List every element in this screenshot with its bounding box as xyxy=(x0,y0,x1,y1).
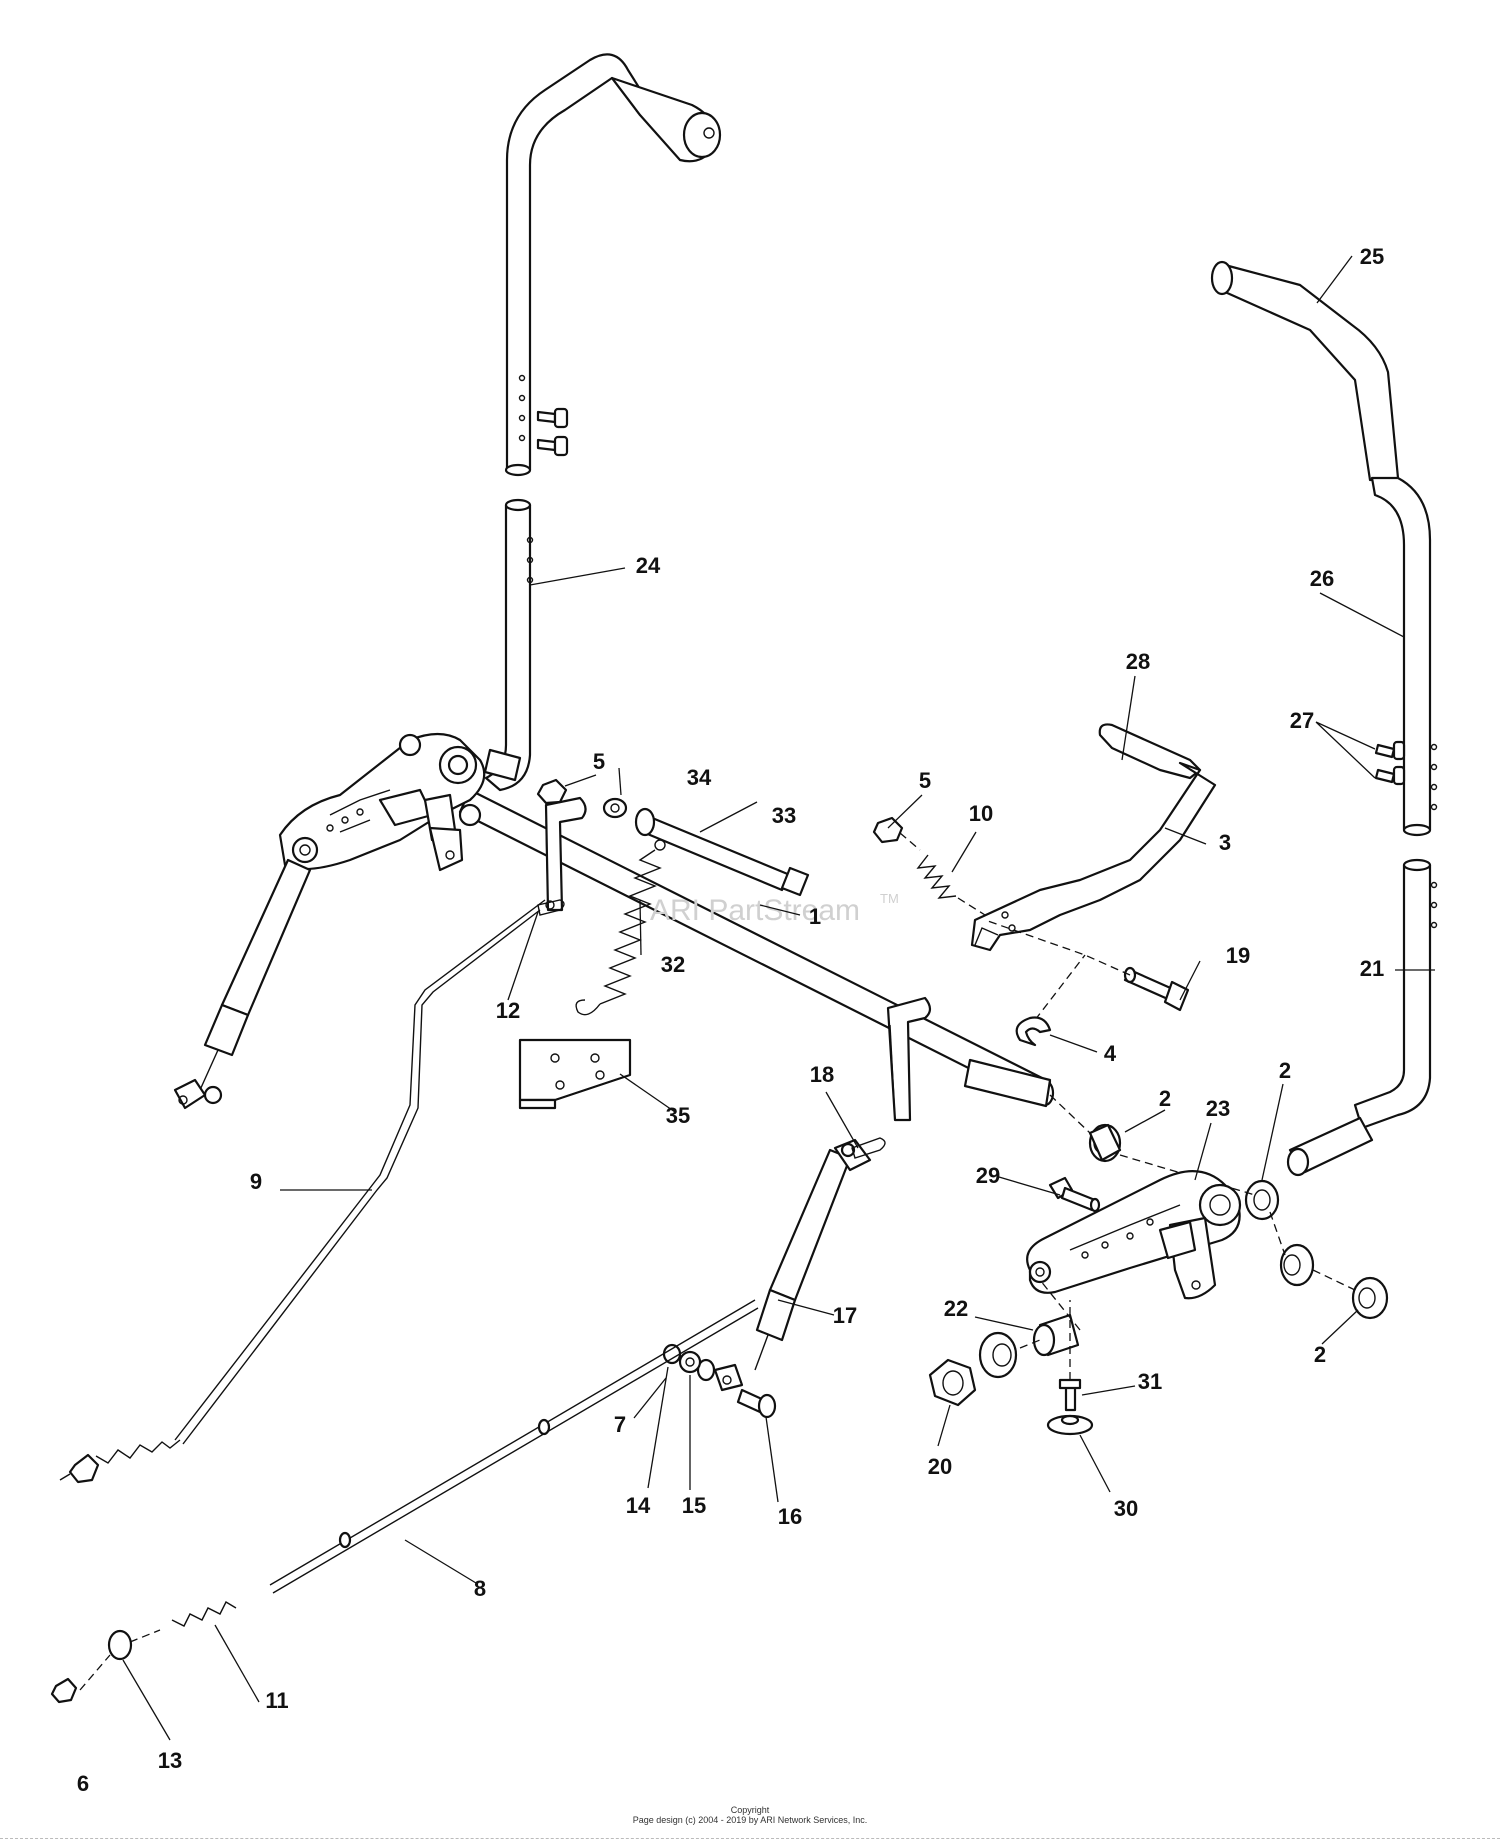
callout-23: 23 xyxy=(1206,1096,1230,1121)
callout-5-a: 5 xyxy=(593,749,605,774)
bolt-31-washer-30 xyxy=(1046,1300,1094,1436)
callout-6: 6 xyxy=(77,1771,89,1796)
bushings xyxy=(1049,1094,1389,1320)
callout-2-c: 2 xyxy=(1314,1342,1326,1367)
callout-31: 31 xyxy=(1138,1369,1162,1394)
nut-20-spacers-22 xyxy=(928,1279,1081,1407)
bolt-19 xyxy=(984,919,1190,1021)
callout-21: 21 xyxy=(1360,956,1384,981)
callout-2-b: 2 xyxy=(1279,1058,1291,1083)
callout-27: 27 xyxy=(1290,708,1314,733)
control-rod-8 xyxy=(50,1299,759,1704)
callout-10: 10 xyxy=(969,801,993,826)
callout-1: 1 xyxy=(809,904,821,929)
callout-30: 30 xyxy=(1114,1496,1138,1521)
control-rod-9 xyxy=(59,899,546,1484)
callout-2-a: 2 xyxy=(1159,1086,1171,1111)
callout-26: 26 xyxy=(1310,566,1334,591)
right-control-handle-grip xyxy=(1210,260,1400,482)
callout-18: 18 xyxy=(810,1062,834,1087)
callout-22: 22 xyxy=(944,1296,968,1321)
callout-4: 4 xyxy=(1104,1041,1117,1066)
callout-28: 28 xyxy=(1126,649,1150,674)
left-link-bracket xyxy=(544,796,587,912)
bolts-27 xyxy=(1374,740,1406,786)
watermark-trademark: TM xyxy=(880,891,899,906)
leader-lines xyxy=(122,255,1435,1741)
callout-7: 7 xyxy=(614,1412,626,1437)
callout-12: 12 xyxy=(496,998,520,1023)
clevis-pin-12 xyxy=(537,899,565,916)
left-pivot-bracket xyxy=(278,732,522,872)
footer-copyright: Copyright xyxy=(730,1805,770,1815)
page-bottom-rule xyxy=(0,1838,1500,1839)
callout-8: 8 xyxy=(474,1576,486,1601)
callout-labels: 1 2 2 2 2 3 4 5 5 6 7 8 9 10 11 12 13 14… xyxy=(77,244,1384,1796)
callout-25: 25 xyxy=(1360,244,1384,269)
callout-15: 15 xyxy=(682,1493,706,1518)
right-pivot-bracket xyxy=(1026,1170,1242,1300)
callout-13: 13 xyxy=(158,1748,182,1773)
right-damper xyxy=(713,1138,872,1392)
bolt-spacer-nut xyxy=(536,778,810,897)
e-clip xyxy=(1015,1016,1052,1047)
callout-20: 20 xyxy=(928,1454,952,1479)
callout-5-b: 5 xyxy=(919,768,931,793)
callout-35: 35 xyxy=(666,1103,690,1128)
callout-11: 11 xyxy=(265,1688,288,1713)
right-control-handle-upper xyxy=(1370,476,1438,837)
callout-33: 33 xyxy=(772,803,796,828)
callout-16: 16 xyxy=(778,1504,802,1529)
callout-9: 9 xyxy=(250,1169,262,1194)
watermark: ARI PartStream xyxy=(650,894,860,927)
callout-14: 14 xyxy=(626,1493,651,1518)
callout-24: 24 xyxy=(636,553,661,578)
pin-18 xyxy=(851,1137,886,1159)
callout-17: 17 xyxy=(833,1303,857,1328)
callout-32: 32 xyxy=(661,952,685,977)
left-damper xyxy=(173,858,312,1110)
footer-page-design: Page design (c) 2004 - 2019 by ARI Netwo… xyxy=(632,1815,868,1825)
callout-3: 3 xyxy=(1219,830,1231,855)
callout-34: 34 xyxy=(687,765,712,790)
spring-10-and-nut xyxy=(872,816,986,916)
bolt-16-spacer-15-washer-14 xyxy=(662,1343,777,1419)
left-control-handle-upper xyxy=(504,53,722,477)
right-control-handle-lower xyxy=(1286,858,1438,1177)
left-control-handle-lower xyxy=(484,498,534,792)
callout-19: 19 xyxy=(1226,943,1250,968)
right-link-bracket xyxy=(886,996,932,1122)
mounting-bracket-35 xyxy=(518,1038,632,1110)
brake-lever xyxy=(970,723,1217,952)
callout-29: 29 xyxy=(976,1163,1000,1188)
